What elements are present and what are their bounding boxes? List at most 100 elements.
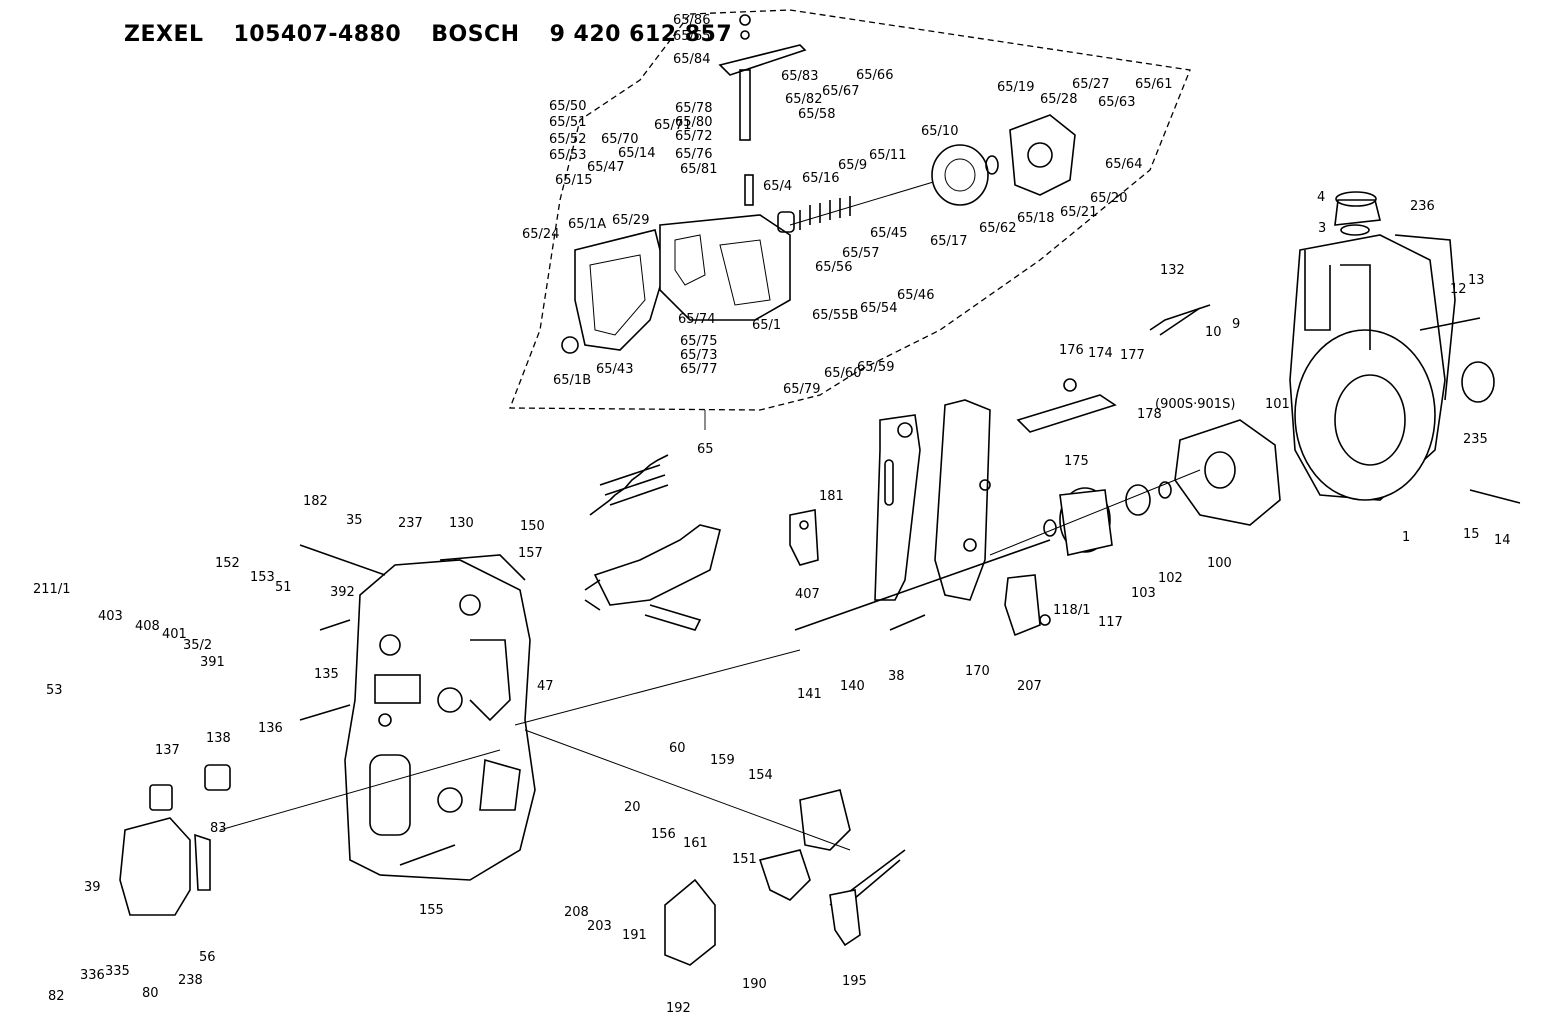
part-label-38: 38 — [888, 669, 905, 684]
part-label-65-58: 65/58 — [798, 107, 835, 122]
part-label-135: 135 — [314, 667, 339, 682]
part-label-65-46: 65/46 — [897, 288, 934, 303]
part-label-80: 80 — [142, 986, 159, 1001]
part-label-65-1B: 65/1B — [553, 373, 591, 388]
part-label-130: 130 — [449, 516, 474, 531]
part-label-159: 159 — [710, 753, 735, 768]
part-label-65-47: 65/47 — [587, 160, 624, 175]
part-label-65-65: 65/65 — [673, 29, 710, 44]
part-label-65-84: 65/84 — [673, 52, 710, 67]
control-lever-part-150 — [584, 524, 721, 631]
part-label-132: 132 — [1160, 263, 1185, 278]
part-label-175: 175 — [1064, 454, 1089, 469]
part-label-137: 137 — [155, 743, 180, 758]
part-label-83: 83 — [210, 821, 227, 836]
part-label-15: 15 — [1463, 527, 1480, 542]
part-label-408: 408 — [135, 619, 160, 634]
part-label-56: 56 — [199, 950, 216, 965]
part-label-138: 138 — [206, 731, 231, 746]
part-label-65-19: 65/19 — [997, 80, 1034, 95]
part-label-153: 153 — [250, 570, 275, 585]
part-label-65-51: 65/51 — [549, 115, 586, 130]
part-label-65-15: 65/15 — [555, 173, 592, 188]
part-label-39: 39 — [84, 880, 101, 895]
part-label-407: 407 — [795, 587, 820, 602]
part-label-65-10: 65/10 — [921, 124, 958, 139]
part-label-136: 136 — [258, 721, 283, 736]
part-label-1: 1 — [1402, 530, 1410, 545]
part-label-65-76: 65/76 — [675, 147, 712, 162]
part-label-65-63: 65/63 — [1098, 95, 1135, 110]
part-label-65-21: 65/21 — [1060, 205, 1097, 220]
part-label-117: 117 — [1098, 615, 1123, 630]
part-label-65-17: 65/17 — [930, 234, 967, 249]
part-label-208: 208 — [564, 905, 589, 920]
part-label-118-1: 118/1 — [1053, 603, 1090, 618]
part-label-65-86: 65/86 — [673, 13, 710, 28]
part-label-65-66: 65/66 — [856, 68, 893, 83]
part-label-150: 150 — [520, 519, 545, 534]
part-label-101: 101 — [1265, 397, 1290, 412]
part-label-65-1A: 65/1A — [568, 217, 606, 232]
part-label-203: 203 — [587, 919, 612, 934]
part-label-190: 190 — [742, 977, 767, 992]
part-label-141: 141 — [797, 687, 822, 702]
part-label-65-28: 65/28 — [1040, 92, 1077, 107]
part-label-65: 65 — [697, 442, 714, 457]
stop-lever-part-190 — [758, 789, 861, 947]
part-label-65-43: 65/43 — [596, 362, 633, 377]
part-label-154: 154 — [748, 768, 773, 783]
part-label-20: 20 — [624, 800, 641, 815]
part-label-103: 103 — [1131, 586, 1156, 601]
part-label-65-9: 65/9 — [838, 158, 867, 173]
adjuster-cover-group-65 — [561, 214, 791, 354]
part-label-211-1: 211/1 — [33, 582, 70, 597]
part-label-155: 155 — [419, 903, 444, 918]
part-label-140: 140 — [840, 679, 865, 694]
part-label-236: 236 — [1410, 199, 1435, 214]
part-label-4: 4 — [1317, 190, 1325, 205]
part-label-10: 10 — [1205, 325, 1222, 340]
part-label-336: 336 — [80, 968, 105, 983]
part-label-156: 156 — [651, 827, 676, 842]
part-label-65-82: 65/82 — [785, 92, 822, 107]
part-label-182: 182 — [303, 494, 328, 509]
pump-housing-part-1 — [1289, 191, 1495, 501]
part-label-157: 157 — [518, 546, 543, 561]
part-label-53: 53 — [46, 683, 63, 698]
part-label-51: 51 — [275, 580, 292, 595]
part-label-65-4: 65/4 — [763, 179, 792, 194]
part-label-65-20: 65/20 — [1090, 191, 1127, 206]
part-label-65-56: 65/56 — [815, 260, 852, 275]
part-label-3: 3 — [1318, 221, 1326, 236]
part-label-65-81: 65/81 — [680, 162, 717, 177]
part-label-82: 82 — [48, 989, 65, 1004]
part-label-35-2: 35/2 — [183, 638, 212, 653]
spring-part-132 — [1149, 304, 1211, 336]
part-label-237: 237 — [398, 516, 423, 531]
part-label-65-71: 65/71 — [654, 118, 691, 133]
governor-spring-stack — [718, 14, 1076, 233]
part-label-65-53: 65/53 — [549, 148, 586, 163]
governor-housing-part-35 — [344, 554, 536, 881]
rear-cover-part-238 — [119, 764, 231, 916]
part-label-47: 47 — [537, 679, 554, 694]
flyweight-assembly-part-100 — [989, 419, 1281, 556]
header-zexel-number: 105407-4880 — [233, 22, 402, 47]
part-label-65-54: 65/54 — [860, 301, 897, 316]
part-label-65-72: 65/72 — [675, 129, 712, 144]
part-label-392: 392 — [330, 585, 355, 600]
part-label-65-70: 65/70 — [601, 132, 638, 147]
part-label-65-45: 65/45 — [870, 226, 907, 241]
part-label-65-52: 65/52 — [549, 132, 586, 147]
header-brand-bosch: BOSCH — [431, 22, 520, 47]
bracket-part-407 — [789, 509, 819, 566]
part-label-152: 152 — [215, 556, 240, 571]
part-label-65-83: 65/83 — [781, 69, 818, 84]
part-label-192: 192 — [666, 1001, 691, 1016]
part-label-9: 9 — [1232, 317, 1240, 332]
